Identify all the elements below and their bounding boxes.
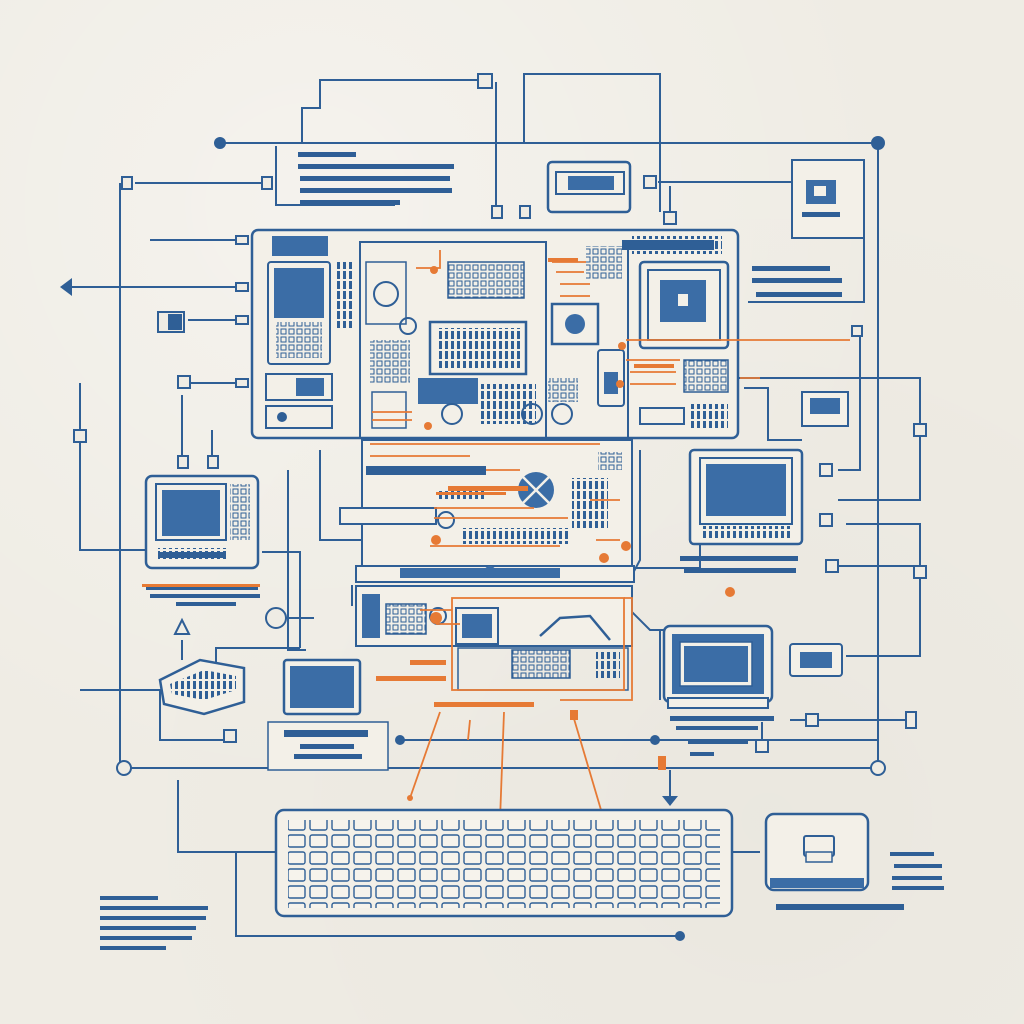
- illegible-caption-marks: [100, 152, 944, 950]
- arrow-down-icon: [662, 796, 678, 806]
- connector-plug-icon: [73, 73, 927, 753]
- expansion-board: [339, 439, 633, 567]
- arrow-up-icon: [173, 617, 191, 635]
- expansion-board-traces: [370, 443, 620, 547]
- motherboard-icon: [250, 228, 740, 454]
- flatscreen-monitor-icon: [282, 658, 362, 716]
- component-dots: [424, 266, 626, 430]
- small-display-icon: [789, 643, 843, 677]
- io-board-traces: [409, 597, 661, 821]
- laptop-icon: [662, 624, 774, 709]
- drive-bay-icon: [546, 160, 632, 214]
- crt-monitor-icon: [688, 448, 804, 546]
- cpu-chip-icon: [791, 159, 865, 239]
- junction-node-icon: [116, 136, 886, 941]
- expansion-board-parts: [431, 535, 631, 563]
- io-board: [355, 585, 633, 691]
- keyboard-icon: [274, 808, 734, 918]
- external-drive-icon: [764, 812, 870, 892]
- router-icon: [158, 658, 246, 716]
- ribbon-connector: [355, 565, 635, 583]
- illegible-caption-marks-orange: [142, 258, 674, 707]
- small-display-icon: [801, 391, 849, 427]
- arrow-left-icon: [60, 278, 72, 296]
